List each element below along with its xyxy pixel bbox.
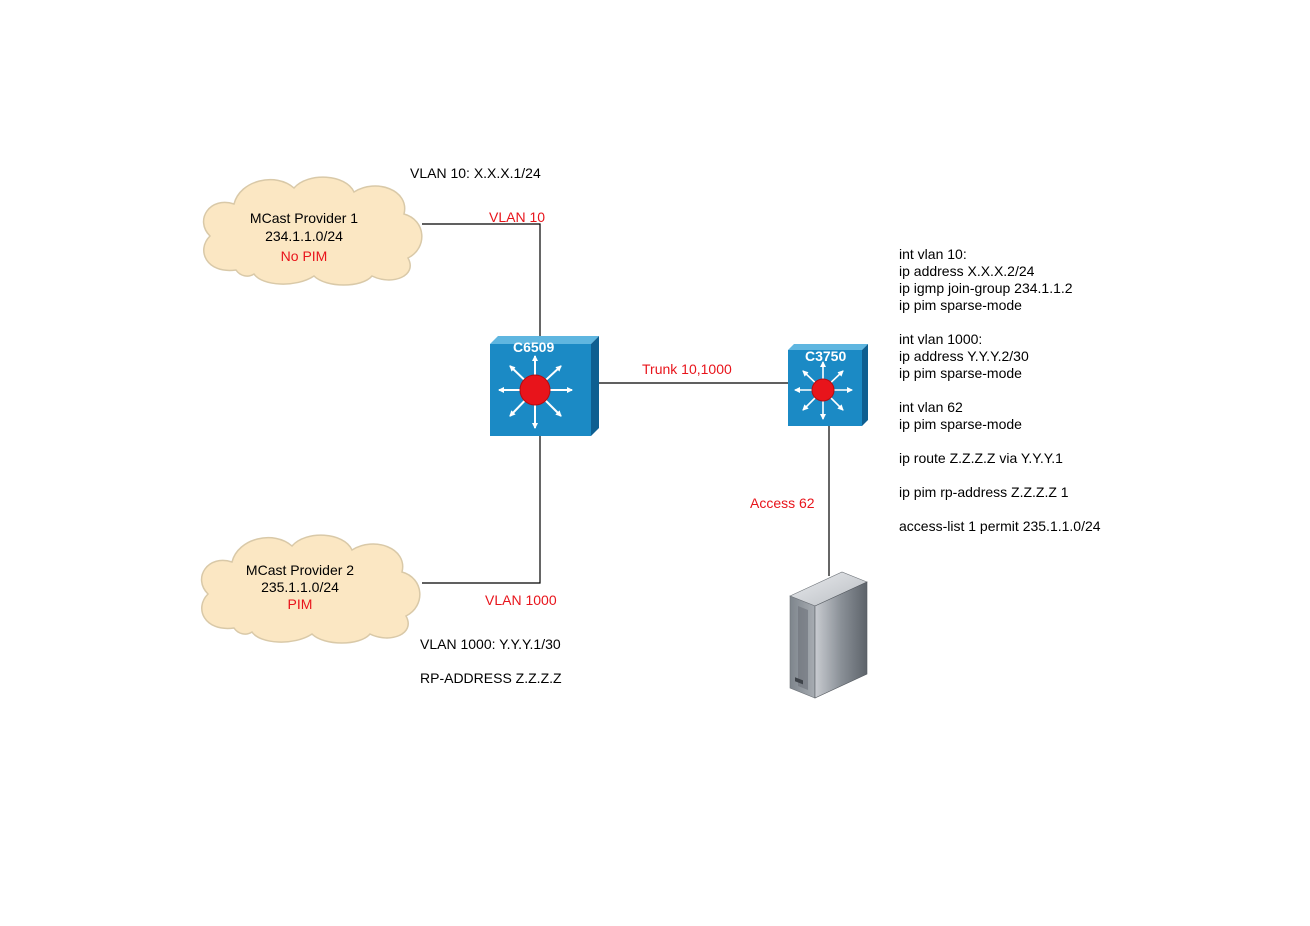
switch-c6509-label: C6509 — [513, 339, 555, 355]
config-line: ip pim sparse-mode — [899, 416, 1022, 432]
provider1-name: MCast Provider 1 — [249, 210, 359, 226]
cloud-icon — [201, 534, 421, 644]
config-line: int vlan 10: — [899, 246, 967, 262]
provider2-subnet: 235.1.1.0/24 — [261, 579, 339, 595]
layer3-switch-icon[interactable] — [490, 336, 599, 436]
config-line: ip address X.X.X.2/24 — [899, 263, 1035, 279]
link-vlan10-label: VLAN 10 — [489, 209, 546, 225]
provider2-pim-status: PIM — [287, 596, 313, 612]
cloud-icon — [203, 176, 423, 286]
vlan10-address-note: VLAN 10: X.X.X.1/24 — [410, 165, 541, 181]
link-vlan1000-label: VLAN 1000 — [485, 592, 557, 608]
config-line: int vlan 1000: — [899, 331, 983, 347]
config-line: ip route Z.Z.Z.Z via Y.Y.Y.1 — [899, 450, 1063, 466]
server-icon[interactable] — [789, 571, 868, 699]
rp-address-note: RP-ADDRESS Z.Z.Z.Z — [420, 670, 562, 686]
provider1-subnet: 234.1.1.0/24 — [265, 228, 343, 244]
vlan1000-address-note: VLAN 1000: Y.Y.Y.1/30 — [420, 636, 561, 652]
switch-c3750-label: C3750 — [805, 348, 847, 364]
link-vlan10 — [422, 223, 541, 336]
provider2-name: MCast Provider 2 — [245, 562, 355, 578]
c3750-config: int vlan 10: ip address X.X.X.2/24 ip ig… — [899, 246, 1101, 535]
provider1-pim-status: No PIM — [280, 248, 328, 264]
config-line: ip pim rp-address Z.Z.Z.Z 1 — [899, 484, 1069, 500]
config-line: ip address Y.Y.Y.2/30 — [899, 348, 1029, 364]
links — [422, 223, 830, 584]
config-line: int vlan 62 — [899, 399, 963, 415]
layer3-switch-icon[interactable] — [788, 344, 868, 426]
config-line: access-list 1 permit 235.1.1.0/24 — [899, 518, 1101, 534]
config-line: ip pim sparse-mode — [899, 297, 1022, 313]
link-access-label: Access 62 — [750, 495, 815, 511]
config-line: ip pim sparse-mode — [899, 365, 1022, 381]
link-vlan1000 — [422, 436, 541, 584]
link-trunk-label: Trunk 10,1000 — [642, 361, 732, 377]
config-line: ip igmp join-group 234.1.1.2 — [899, 280, 1073, 296]
